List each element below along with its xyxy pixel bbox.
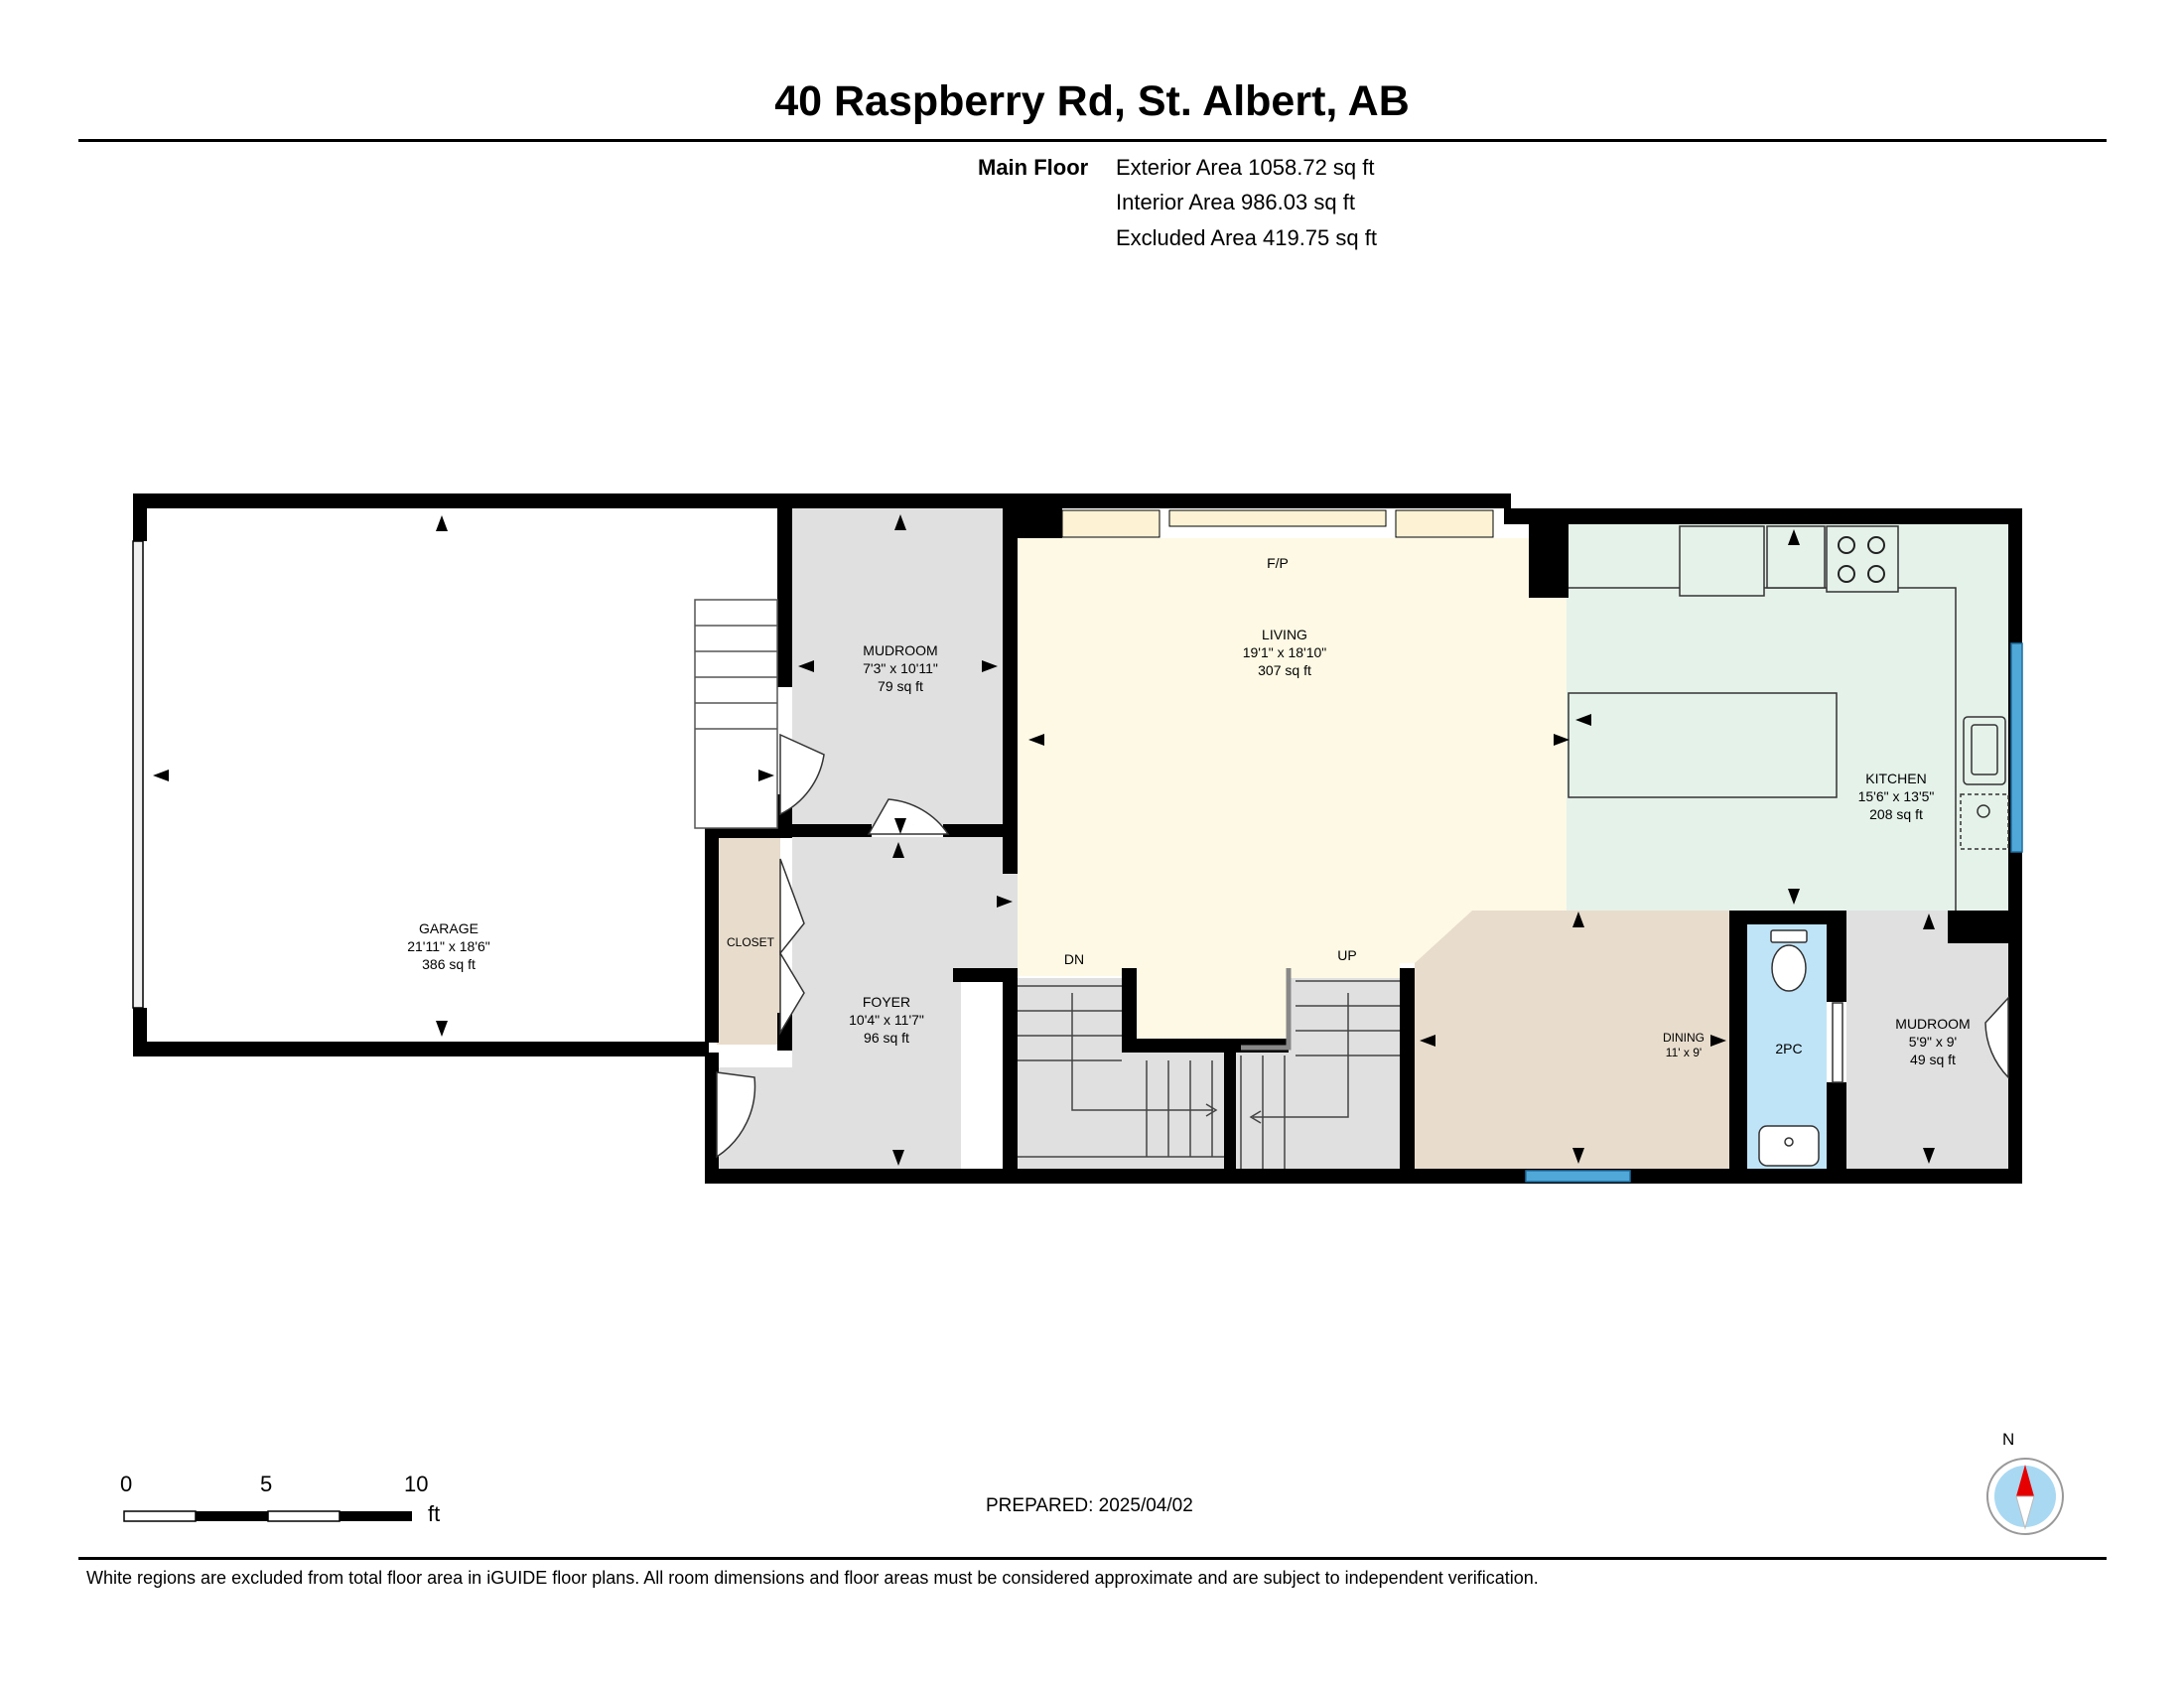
fireplace-label: F/P: [1267, 555, 1289, 571]
kitchen-name: KITCHEN: [1865, 771, 1926, 786]
footer-divider: [78, 1557, 2107, 1560]
kitchen-dims: 15'6" x 13'5": [1858, 788, 1935, 804]
stairs-up-label: UP: [1337, 947, 1356, 963]
dining-window: [1525, 1170, 1631, 1183]
closet-name: CLOSET: [727, 935, 775, 949]
kitchen-area: 208 sq ft: [1869, 806, 1923, 822]
disclaimer: White regions are excluded from total fl…: [86, 1568, 1539, 1588]
dishwasher-icon: [1960, 793, 2009, 850]
walls: [133, 493, 2022, 1184]
mudroom-2-area: 49 sq ft: [1910, 1052, 1956, 1067]
scale-tick-5: 5: [260, 1472, 273, 1496]
mudroom-2-name: MUDROOM: [1895, 1016, 1970, 1032]
mudroom-2-dims: 5'9" x 9': [1909, 1034, 1957, 1050]
main-stairs: [1018, 980, 1400, 1169]
stair-rail: [1241, 968, 1292, 1051]
dining-fill: [1415, 911, 1729, 1169]
kitchen-window: [2010, 642, 2023, 853]
kitchen-counter: [1568, 525, 1957, 911]
bath-name: 2PC: [1775, 1041, 1802, 1056]
foyer-dims: 10'4" x 11'7": [849, 1012, 924, 1028]
living-name: LIVING: [1262, 627, 1307, 642]
scale-unit: ft: [428, 1501, 441, 1526]
fireplace-hearth: [1168, 509, 1387, 527]
dining-name: DINING: [1663, 1031, 1705, 1045]
mudroom-2-fill: [1846, 911, 2008, 1169]
sink-icon: [1963, 716, 2006, 785]
living-area: 307 sq ft: [1258, 662, 1311, 678]
garage-fill: [146, 508, 777, 1042]
dimension-arrows: [153, 514, 1935, 1166]
stairs-down-label: DN: [1064, 951, 1084, 967]
page-title: 40 Raspberry Rd, St. Albert, AB: [774, 77, 1410, 125]
window-2: [1395, 509, 1494, 538]
garage-name: GARAGE: [419, 920, 478, 936]
stove-icon: [1838, 536, 1885, 583]
door-swings: [716, 733, 2009, 1159]
foyer-area: 96 sq ft: [864, 1030, 909, 1046]
garage-steps: [694, 599, 778, 829]
mudroom-1-area: 79 sq ft: [878, 678, 923, 694]
excluded-area: Excluded Area 419.75 sq ft: [1116, 225, 1377, 250]
scale-tick-10: 10: [404, 1472, 429, 1496]
garage-area: 386 sq ft: [422, 956, 476, 972]
landing-fill: [1137, 978, 1289, 1053]
toilet-icon: [1770, 929, 1808, 992]
header-divider: [78, 139, 2107, 142]
dining-dims: 11' x 9': [1666, 1046, 1702, 1059]
compass-icon: [1986, 1458, 2064, 1535]
exterior-area: Exterior Area 1058.72 sq ft: [1116, 155, 1375, 180]
scale-bar: [123, 1510, 412, 1522]
mudroom-1-fill: [792, 508, 1003, 833]
compass-north-label: N: [2002, 1430, 2015, 1449]
closet-fill: [717, 834, 780, 1045]
foyer-name: FOYER: [863, 994, 910, 1010]
mudroom-1-name: MUDROOM: [863, 642, 937, 658]
mudroom-1-dims: 7'3" x 10'11": [863, 660, 938, 676]
bath-sink-icon: [1758, 1125, 1820, 1167]
prepared-date: PREPARED: 2025/04/02: [986, 1495, 1193, 1516]
living-dims: 19'1" x 18'10": [1243, 644, 1327, 660]
garage-door: [132, 540, 144, 1009]
floor-label: Main Floor: [978, 155, 1089, 180]
garage-dims: 21'11" x 18'6": [407, 938, 490, 954]
scale-tick-0: 0: [120, 1472, 133, 1496]
interior-area: Interior Area 986.03 sq ft: [1116, 190, 1355, 214]
window-1: [1061, 509, 1160, 538]
foyer-fill: [717, 837, 1018, 1169]
